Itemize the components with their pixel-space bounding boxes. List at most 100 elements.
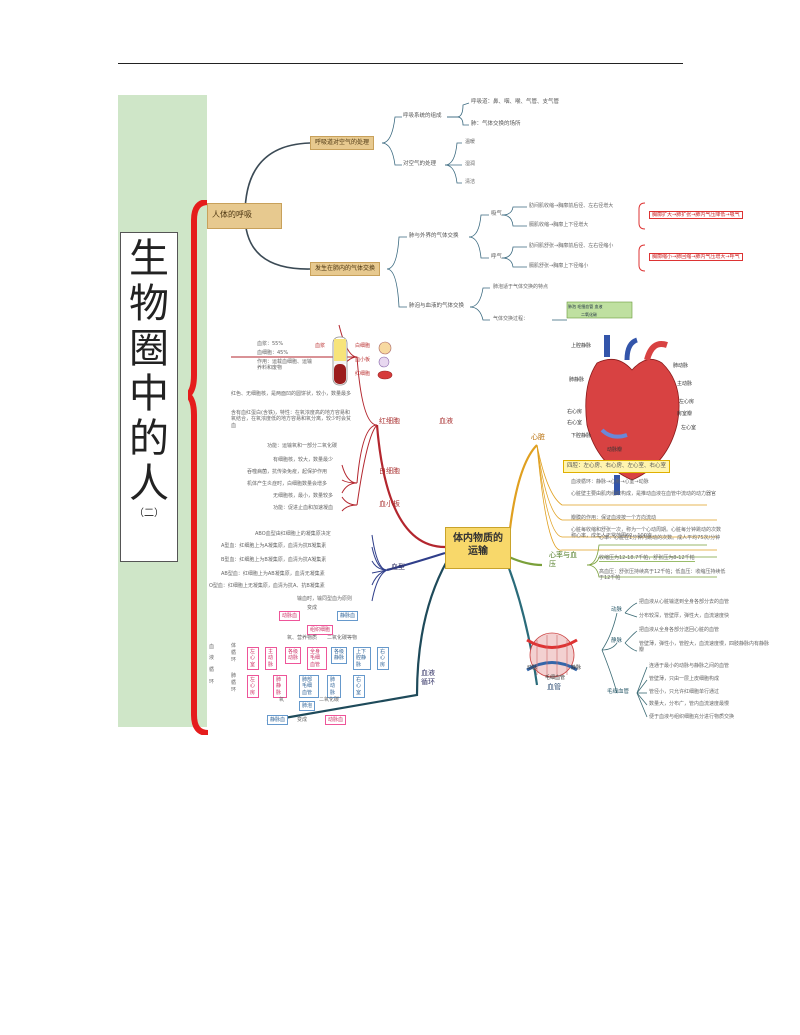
- top-venous: 静脉血: [337, 611, 359, 622]
- exhale-step-1: 肋间肌舒张→胸廓前后径、左右径缩小: [529, 243, 614, 249]
- node-right-ventricle: 右心室: [353, 675, 365, 698]
- cap-desc-2: 管壁薄，只由一层上皮细胞构成: [649, 676, 720, 682]
- vein-label: 静脉: [611, 638, 623, 644]
- node-arteries: 各级动脉: [285, 647, 301, 664]
- heart-part-avalve: 动脉瓣: [607, 447, 623, 453]
- plasma-percent: 血浆：55%: [257, 341, 284, 347]
- gas-process-label: 气体交换过程：: [493, 316, 529, 322]
- vessel-img-artery: 动脉: [527, 665, 538, 671]
- type-ab-text: AB型血：红细胞上为AB凝集原，血清无凝集素: [221, 571, 325, 577]
- wbc-label: 白细胞: [379, 467, 400, 475]
- vein-desc-2: 管壁薄，弹性小，管腔大，血流速度慢，四肢静脉内有静脉瓣: [639, 641, 770, 654]
- breathing-root: 人体的呼吸: [207, 203, 282, 229]
- node-pulm-artery: 肺动脉: [327, 675, 341, 698]
- alveoli-feature: 肺泡适于气体交换的特点: [493, 284, 549, 290]
- plt-desc-1: 无细胞核，最小，数量较多: [273, 493, 334, 499]
- vein-desc-1: 把血液从全身各部分送回心脏的血管: [639, 627, 720, 633]
- circulation-side-3: 循: [209, 667, 215, 673]
- heart-note-5: 心脏每收缩和舒张一次，称为一个心动周期。心脏每分钟跳动的次数称心率，成年人正常范…: [571, 527, 722, 540]
- heart-rate-text: 心率：心脏在1分钟内跳动的次数。成人平均75次/分钟: [599, 535, 721, 541]
- node-aorta: 主动脉: [265, 647, 277, 670]
- transport-hub: 体内物质的运输: [445, 527, 511, 569]
- cap-desc-3: 管径小，只允许红细胞单行通过: [649, 689, 720, 695]
- heart-part-ivc: 下腔静脉: [571, 433, 592, 439]
- platelet-label: 血小板: [379, 500, 400, 508]
- vessels-label: 血管: [547, 683, 561, 691]
- heart-part-ra: 右心房: [567, 409, 583, 415]
- body-circulation: 体循环: [231, 643, 237, 663]
- cap-desc-5: 便于血液与组织细胞充分进行物质交换: [649, 714, 735, 720]
- bp-abnormal-text: 高血压：舒张压持续高于12千帕；低血压：收缩压持续低于12千帕: [599, 569, 726, 582]
- type-a-text: A型血：红细胞上为A凝集原，血清为抗B凝集素: [221, 543, 327, 549]
- heart-part-pv: 肺静脉: [569, 377, 585, 383]
- gas-exchange-node: 发生在肺内的气体交换: [310, 262, 381, 276]
- heart-illustration: [585, 335, 680, 495]
- bottom-change: 变成: [297, 717, 308, 723]
- type-b-text: B型血：红细胞上为B凝集原，血清为抗A凝集素: [221, 557, 327, 563]
- plasma-function: 作用：运载血细胞、运输养料和废物: [257, 359, 313, 372]
- title-char-1: 生: [129, 236, 169, 282]
- co2-label: 二氧化碳: [319, 697, 340, 703]
- tube-label-plasma: 血浆: [315, 343, 326, 349]
- air-processing-node: 呼吸道对空气的处理: [310, 136, 375, 150]
- artery-desc-1: 把血液从心脏输送到全身各部分去的血管: [639, 599, 730, 605]
- cells-percent: 血细胞：45%: [257, 350, 289, 356]
- mind-map: 人体的呼吸 呼吸道对空气的处理 呼吸系统的组成 呼吸道：鼻、咽、喉、气管、支气管…: [207, 95, 787, 727]
- inhale-label: 吸气: [491, 211, 503, 217]
- title-char-2: 物: [129, 281, 169, 327]
- type-o-text: O型血：红细胞上无凝集原，血清为抗A、抗B凝集素: [209, 583, 325, 589]
- inhale-step-1: 肋间肌收缩→胸廓前后径、左右径增大: [529, 203, 614, 209]
- capillary-label: 毛细血管: [607, 689, 630, 695]
- bottom-venous: 静脉血: [267, 715, 289, 726]
- node-left-ventricle: 左心室: [247, 647, 259, 670]
- circulation-side-2: 液: [209, 655, 215, 661]
- node-pulm-vein: 肺静脉: [273, 675, 287, 698]
- bp-normal-text: 收缩压为12-18.7千帕，舒张压为8-12千帕: [599, 555, 695, 563]
- respiratory-system-label: 呼吸系统的组成: [403, 113, 442, 119]
- node-body-capillaries: 全身毛细血管: [307, 647, 327, 670]
- node-veins: 各级静脉: [331, 647, 347, 664]
- heart-note-3: 心脏壁主要由肌肉组织构成，是推动血液在血管中流动的动力器官: [571, 491, 717, 497]
- air-processing-label: 对空气的处理: [403, 161, 437, 167]
- alveoli-node: 肺泡: [299, 701, 316, 712]
- title-char-3: 圈: [129, 326, 169, 372]
- abo-text: ABO血型由红细胞上的凝集原决定: [255, 531, 331, 537]
- exhale-result: 胸廓缩小→肺回缩→肺内气压增大→呼气: [649, 253, 743, 262]
- processing-warm: 温暖: [465, 139, 476, 145]
- tube-label-rbc: 红细胞: [355, 371, 371, 377]
- connector-lines: [231, 102, 717, 723]
- heartbeat-label: 心率与血压: [549, 551, 577, 568]
- blood-label: 血液: [439, 417, 453, 425]
- heart-note-4: 瓣膜的作用：保证血液按一个方向流动: [571, 515, 657, 521]
- co2-waste: 二氧化碳等物: [327, 635, 358, 641]
- node-lung-capillaries: 肺部毛细血管: [299, 675, 319, 698]
- title-sub: （二）: [134, 508, 164, 519]
- rbc-label: 红细胞: [379, 417, 400, 425]
- title-char-4: 中: [129, 371, 169, 417]
- rbc-desc-1: 红色、无细胞核，是两面凹的圆饼状，较小，数量最多: [231, 391, 352, 397]
- top-arterial: 动脉血: [279, 611, 301, 622]
- bottom-arterial: 动脉血: [325, 715, 347, 726]
- top-rule: [118, 63, 683, 64]
- plt-desc-2: 功能：促进止血和加速凝血: [273, 505, 334, 511]
- oxygen-label: 氧: [279, 697, 285, 703]
- circulation-side-1: 血: [209, 644, 215, 650]
- node-vena-cava: 上下腔静脉: [353, 647, 371, 670]
- heart-note-1: 四腔：左心房、右心房、左心室、右心室: [563, 460, 671, 473]
- inhale-step-2: 膈肌收缩→胸廓上下径增大: [529, 222, 589, 228]
- co2-tag: 二氧化碳: [581, 312, 597, 317]
- artery-desc-2: 分布较深，管壁厚，弹性大，血流速度快: [639, 613, 730, 619]
- wbc-desc-2: 吞噬病菌，抗传染免疫，起保护作用: [247, 469, 328, 475]
- respiratory-tract-text: 呼吸道：鼻、咽、喉、气管、支气管: [471, 99, 560, 105]
- heart-part-lv: 左心室: [681, 425, 697, 431]
- heart-part-pa: 肺动脉: [673, 363, 689, 369]
- processing-moist: 湿润: [465, 161, 476, 167]
- node-right-atrium: 右心房: [377, 647, 389, 670]
- wbc-desc-3: 机体产生炎症时，白细胞数量会增多: [247, 481, 328, 487]
- gas-process-tag: 肺泡 毛细血管 血液: [568, 304, 603, 309]
- title-box: 生 物 圈 中 的 人 （二）: [120, 232, 178, 562]
- heart-part-svc: 上腔静脉: [571, 343, 592, 349]
- oxygen-nutrients: 氧、营养物质: [287, 635, 318, 641]
- rbc-desc-3: 功能：运输氧和一部分二氧化碳: [267, 443, 338, 449]
- exhale-label: 呼气: [491, 254, 503, 260]
